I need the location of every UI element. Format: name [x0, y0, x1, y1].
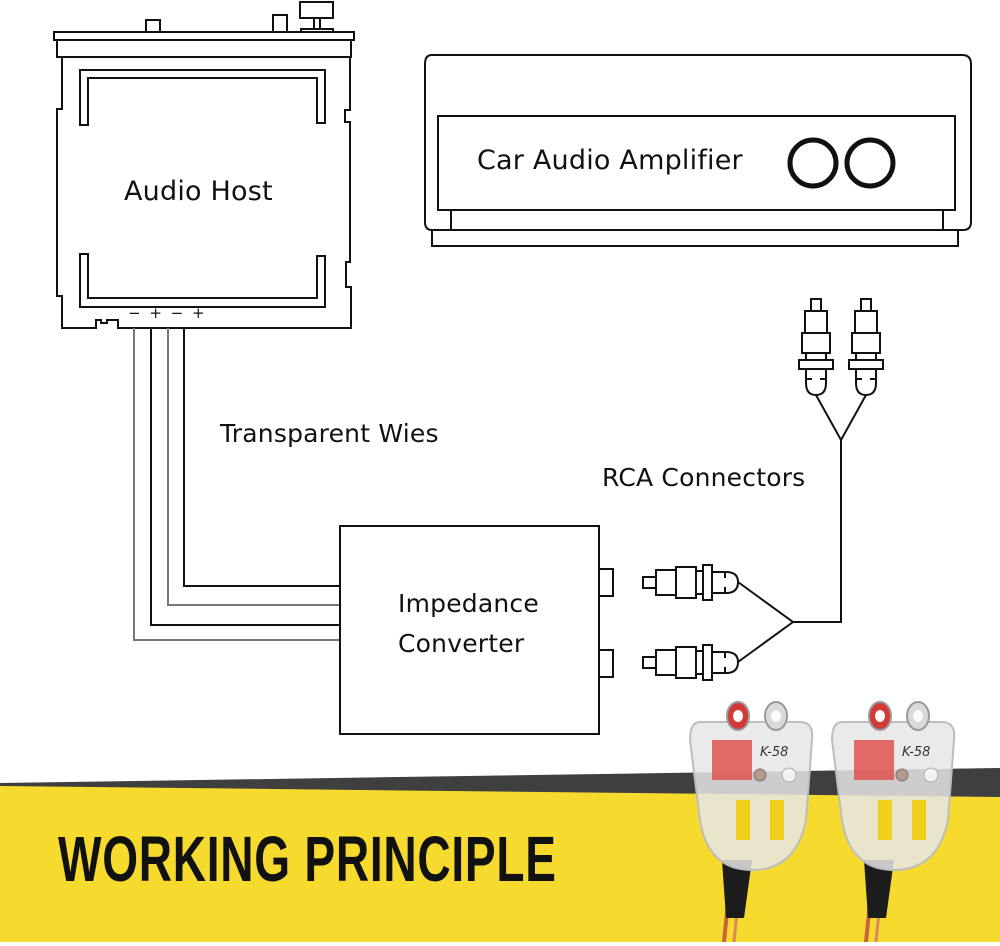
wire-positive-1	[150, 328, 340, 626]
impedance-converter	[339, 525, 614, 735]
amp-front-panel	[437, 115, 956, 211]
host-dial	[299, 1, 334, 19]
amplifier-label: Car Audio Amplifier	[477, 145, 743, 176]
rca-plug-h-bottom	[642, 644, 740, 681]
amp-jack-right	[844, 137, 896, 189]
product-model-text: K-58	[760, 745, 788, 760]
audio-host-label: Audio Host	[124, 176, 273, 207]
audio-host	[53, 1, 355, 329]
rca-plugs-horizontal	[642, 440, 842, 681]
transparent-wires	[133, 328, 340, 641]
converter-label-line1: Impedance	[398, 589, 539, 618]
rca-connectors-label: RCA Connectors	[602, 463, 806, 492]
amp-jack-left	[787, 137, 839, 189]
amp-case	[424, 54, 972, 231]
converter-label: Impedance Converter	[398, 584, 539, 664]
wire-negative-1	[133, 328, 340, 641]
converter-port-bottom	[598, 649, 614, 678]
wires-label: Transparent Wies	[220, 419, 439, 448]
cable-strain-relief	[722, 860, 752, 918]
host-bracket-bottom	[79, 253, 326, 308]
rca-plug-v-right	[848, 298, 884, 397]
rca-plug-v-left	[798, 298, 834, 397]
converter-box	[339, 525, 600, 735]
rca-cable	[793, 440, 842, 623]
product-model-text: K-58	[902, 745, 930, 760]
polarity-marks: − + − +	[128, 304, 207, 322]
host-bracket-top	[79, 69, 326, 126]
banner-title: WORKING PRINCIPLE	[58, 823, 557, 895]
rca-fork-horizontal	[737, 581, 795, 663]
rca-fork-vertical	[815, 394, 867, 443]
product-unit-left: K-58	[688, 701, 814, 943]
rca-plugs-vertical	[798, 298, 884, 443]
host-body	[56, 57, 352, 329]
host-top-plate	[53, 31, 355, 41]
product-unit-right: K-58	[830, 701, 956, 943]
host-knob-left	[145, 19, 161, 33]
car-audio-amplifier	[424, 54, 972, 247]
converter-port-top	[598, 568, 614, 597]
converter-label-line2: Converter	[398, 629, 525, 658]
amp-base	[431, 229, 959, 247]
host-knob-right	[272, 14, 288, 33]
rca-plug-h-top	[642, 564, 740, 601]
wire-positive-2	[183, 328, 340, 587]
wire-negative-2	[167, 328, 340, 606]
product-photo: K-58 K-58	[688, 701, 956, 943]
